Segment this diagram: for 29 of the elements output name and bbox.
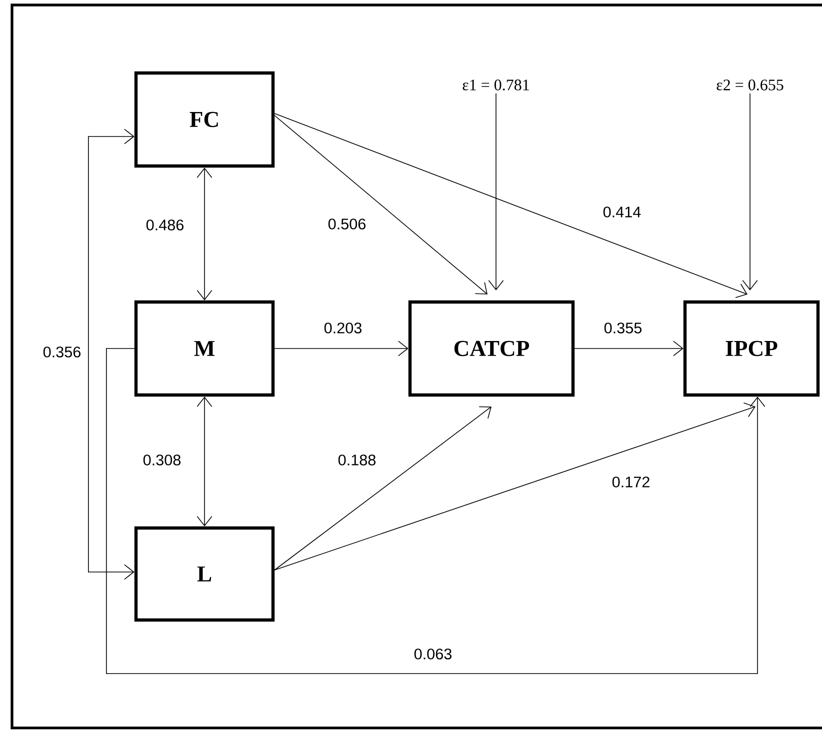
coefficient-label: 0.506: [326, 216, 368, 232]
coefficient-label: 0.203: [322, 320, 364, 336]
coefficient-label: 0.355: [602, 320, 644, 336]
coefficient-label: 0.188: [336, 452, 378, 468]
path-arrow: [196, 396, 212, 526]
path-arrow: [274, 115, 488, 294]
coefficient-label: 0.356: [40, 344, 84, 360]
coefficient-label: 0.172: [610, 474, 652, 490]
path-arrow: [88, 128, 134, 580]
path-arrow: [274, 340, 408, 356]
path-arrow: [488, 92, 504, 290]
path-arrow: [742, 92, 758, 290]
error-term-label: ε2 = 0.655: [716, 80, 784, 90]
path-arrow: [106, 348, 766, 674]
coefficient-label: 0.486: [144, 218, 186, 232]
variable-box: CATCP: [408, 300, 575, 397]
variable-box: L: [134, 526, 275, 622]
variable-box: FC: [134, 71, 275, 168]
path-arrow: [574, 340, 684, 356]
coefficient-label: 0.063: [412, 646, 454, 662]
error-term-label: ε1 = 0.781: [462, 80, 529, 90]
path-arrow: [274, 402, 756, 570]
path-arrow: [274, 113, 748, 298]
variable-box: IPCP: [683, 300, 820, 397]
path-arrow: [274, 406, 492, 570]
coefficient-label: 0.414: [600, 204, 644, 220]
path-arrow: [196, 168, 212, 300]
variable-box: M: [134, 300, 275, 397]
coefficient-label: 0.308: [140, 452, 184, 468]
